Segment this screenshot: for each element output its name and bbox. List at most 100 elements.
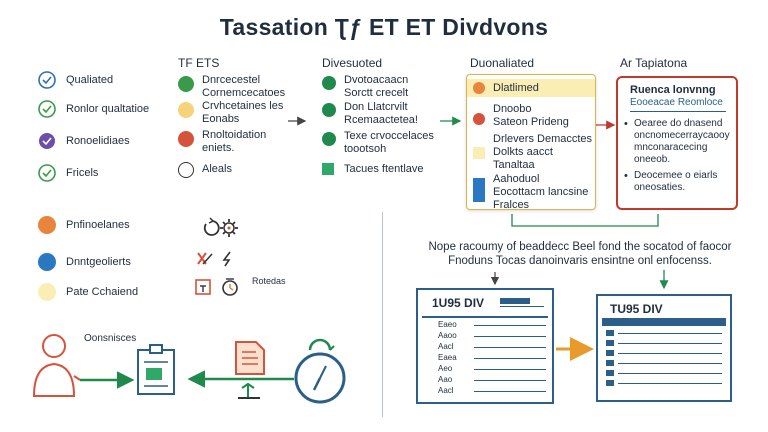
status-square (473, 147, 485, 159)
doc-bullet (606, 360, 614, 366)
doc-bullet (606, 380, 614, 386)
doc-line (474, 336, 546, 337)
timer-icon (222, 278, 238, 296)
panel-highlight-row (467, 79, 595, 97)
column-header-distributed: Duonaliated (470, 56, 535, 70)
doc-line (474, 369, 546, 370)
notice-text: Nope racoumy of beaddecc Beel fond the s… (428, 241, 732, 267)
status-dot (322, 103, 336, 117)
bullet-icon: • (624, 118, 628, 130)
column-header-diversified: Divesuoted (322, 56, 383, 70)
doc-bullet (606, 350, 614, 356)
doc-row-label: Eaeo (438, 320, 457, 329)
section-divider (382, 212, 383, 417)
doc-line (618, 383, 722, 384)
legend-dot (38, 283, 56, 301)
check-icon (38, 164, 56, 182)
status-dot-empty (178, 162, 194, 178)
refresh-icon (203, 220, 220, 236)
bullet-icon: • (624, 170, 628, 182)
panel-divider (630, 111, 726, 112)
doc-line (500, 306, 544, 307)
doc-row-label: Aeo (438, 364, 453, 373)
doc-bullet (606, 370, 614, 376)
legend-label: Pate Cchaiend (66, 286, 139, 298)
panel-title: Ruenca lonvnng (630, 84, 716, 96)
status-square (322, 163, 334, 175)
lightning-icon (222, 251, 231, 267)
doc-line (474, 325, 546, 326)
panel-subtitle: Eooeacae Reomloce (630, 97, 723, 108)
item-text: Aleals (202, 163, 232, 175)
check-icon (38, 71, 56, 89)
document-title: 1U95 DIV (432, 296, 485, 310)
doc-line (422, 316, 548, 318)
status-bar-blue (473, 178, 485, 202)
doc-row-label: Aacl (438, 386, 454, 395)
doc-bullet (606, 340, 614, 346)
legend-label: Dnntgeolierts (66, 256, 131, 268)
doc-bullet (606, 330, 614, 336)
doc-line (474, 380, 546, 381)
doc-line (618, 343, 722, 344)
box-icon (195, 279, 211, 295)
legend-label: Fricels (66, 167, 99, 179)
column-header-ets: TF ETS (178, 56, 220, 70)
status-dot (322, 76, 336, 90)
doc-line (474, 358, 546, 359)
doc-line (618, 353, 722, 354)
tax-panel: Ruenca lonvnng Eooeacae Reomloce • Oeare… (616, 76, 738, 210)
doc-row-label: Aao (438, 375, 453, 384)
person-icon (32, 334, 81, 397)
doc-line (618, 373, 722, 374)
icon-side-label: Rotedas (252, 276, 286, 286)
workflow-label: Oonsnisces (84, 333, 137, 344)
document-icon (235, 341, 265, 375)
doc-row-label: Eaea (438, 353, 457, 362)
document-title: TU95 DIV (610, 302, 663, 316)
legend-label: Pnfinoelanes (66, 219, 130, 231)
check-icon (39, 133, 55, 149)
item-text: Dlatlimed (493, 82, 539, 94)
doc-header-bar (500, 298, 530, 304)
document-right: TU95 DIV (596, 294, 732, 402)
status-dot (473, 82, 485, 94)
check-icon (38, 100, 56, 118)
status-dot (322, 132, 336, 146)
cross-arrow-icon (197, 252, 213, 265)
item-text: Tacues ftentlave (344, 163, 424, 175)
clipboard-icon (137, 344, 175, 395)
status-dot (178, 102, 194, 118)
stopwatch-icon (294, 338, 346, 404)
legend-dot (38, 216, 56, 234)
legend-dot (38, 253, 56, 271)
doc-row-label: Aaoo (438, 331, 457, 340)
doc-header-bar (602, 318, 726, 326)
legend-label: Ronlor qualtatioe (66, 103, 150, 115)
legend-label: Qualiated (66, 74, 114, 86)
doc-line (618, 363, 722, 364)
doc-row-label: Aacl (438, 342, 454, 351)
document-left: 1U95 DIV Eaeo Aaoo Aacl Eaea Aeo Aao Aac… (416, 288, 554, 404)
diagram-title: Tassation Ʈƒ ET ET Divdvons (219, 14, 549, 40)
doc-line (618, 333, 722, 334)
scale-icon (238, 382, 260, 399)
column-header-tax: Ar Tapiatona (620, 56, 688, 70)
check-icons-group (38, 71, 56, 182)
doc-line (474, 391, 546, 392)
legend-label: Ronoelidiaes (66, 135, 130, 147)
status-dot (178, 76, 194, 92)
status-dot (473, 113, 485, 125)
